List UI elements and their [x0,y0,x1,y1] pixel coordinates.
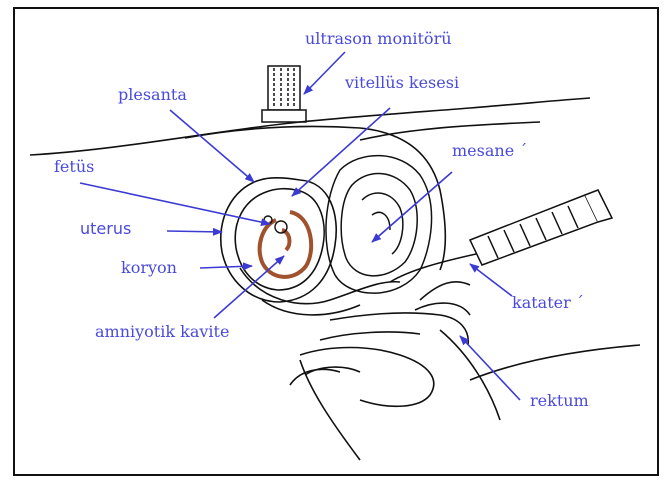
pelvic-structures [290,282,470,407]
bladder-shape [326,156,432,294]
label-catheter: katater ´ [512,294,584,312]
label-chorion: koryon [121,259,177,277]
label-fetus: fetüs [54,158,94,176]
label-amniotic-cavity: amniyotik kavite [95,323,229,341]
label-uterus: uterus [80,220,131,238]
catheter-syringe [390,190,612,282]
embryo-shape [260,212,312,277]
arrow-bladder [372,172,452,242]
ultrasound-probe [262,66,306,122]
arrow-rectum [460,336,520,400]
label-rectum: rektum [530,392,589,410]
label-yolk-sac: vitellüs kesesi [345,74,459,92]
arrow-chorion [200,266,252,268]
arrow-uterus [167,231,222,232]
arrow-placenta [170,110,254,182]
arrow-amniotic-cavity [214,256,284,318]
label-bladder: mesane ´ [452,142,527,160]
label-placenta: plesanta [118,86,187,104]
arrow-catheter [470,264,512,296]
label-ultrasound-monitor: ultrason monitörü [305,30,452,48]
arrow-ultrasound-monitor [304,52,345,94]
